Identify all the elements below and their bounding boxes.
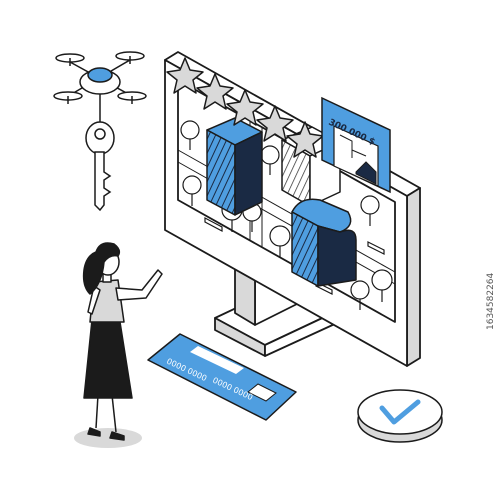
star-icon: [286, 121, 324, 158]
rating-stars: [166, 57, 324, 158]
monitor: [164, 51, 421, 367]
star-icon: [196, 73, 234, 110]
key-icon: [85, 121, 115, 212]
building-blue: [206, 117, 263, 216]
card-chip-icon: [247, 383, 277, 402]
trees: [180, 120, 393, 310]
star-icon: [166, 57, 204, 94]
building-rounded: [291, 198, 357, 287]
woman-figure: [74, 242, 163, 448]
star-icon: [256, 105, 294, 142]
house-icon: [355, 161, 377, 185]
confirm-check-badge: [357, 389, 443, 443]
drone-icon: [53, 51, 147, 122]
credit-card: 0000 0000 0000 0000: [147, 333, 297, 421]
price-tag: 300 000 $: [321, 96, 391, 194]
stock-id: 1634582264: [486, 272, 496, 330]
check-icon: [379, 399, 421, 425]
star-icon: [226, 89, 264, 126]
